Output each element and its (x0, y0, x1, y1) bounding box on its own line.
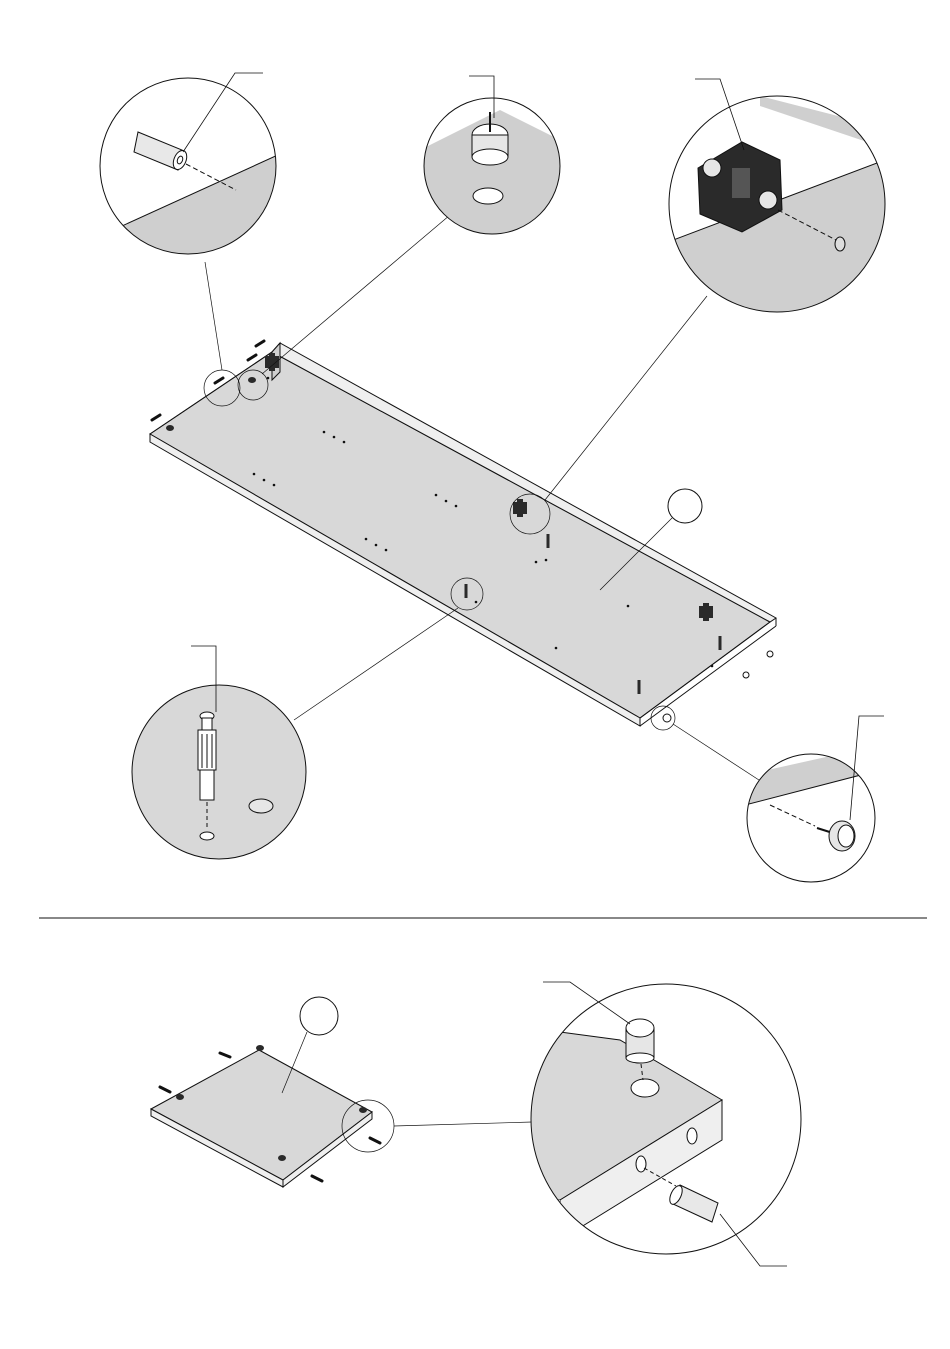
drill-hole (455, 505, 458, 508)
drill-hole (263, 479, 266, 482)
long-panel-face (150, 352, 770, 718)
drill-hole (365, 538, 368, 541)
drill-hole (435, 494, 438, 497)
cam-lock-detail (420, 76, 580, 240)
cam-bolt-icon (465, 584, 468, 598)
drill-hole (385, 549, 388, 552)
cam-bolt-icon (638, 680, 641, 694)
blank-part-number-circle (668, 489, 702, 523)
long-panel-assembly (150, 343, 776, 726)
cam-lock-icon (248, 377, 256, 383)
small-panel-assembly (151, 1045, 380, 1187)
drill-hole (333, 436, 336, 439)
drill-hole (627, 605, 630, 608)
drill-hole (555, 647, 558, 650)
cam-bolt-detail (132, 646, 306, 859)
cam-lock-and-dowel-detail (530, 982, 801, 1266)
hinge-plate-detail (660, 79, 885, 330)
drill-hole (375, 544, 378, 547)
drill-hole (273, 484, 276, 487)
drill-hole (711, 665, 714, 668)
cam-bolt-icon (719, 636, 722, 650)
drill-hole (343, 441, 346, 444)
drill-hole (545, 559, 548, 562)
detail-leader-line (394, 1122, 532, 1126)
cam-bolt-icon (547, 534, 550, 548)
drill-hole (475, 601, 478, 604)
drill-hole (323, 431, 326, 434)
drill-hole (445, 500, 448, 503)
small-panel-face (151, 1050, 372, 1180)
drill-hole (535, 561, 538, 564)
drill-hole (253, 473, 256, 476)
cam-lock-icon (166, 425, 174, 431)
felt-pad-detail (745, 716, 884, 882)
blank-part-number-circle (300, 997, 338, 1035)
dowel-detail (100, 73, 280, 260)
cam-lock-icon (626, 1019, 654, 1063)
